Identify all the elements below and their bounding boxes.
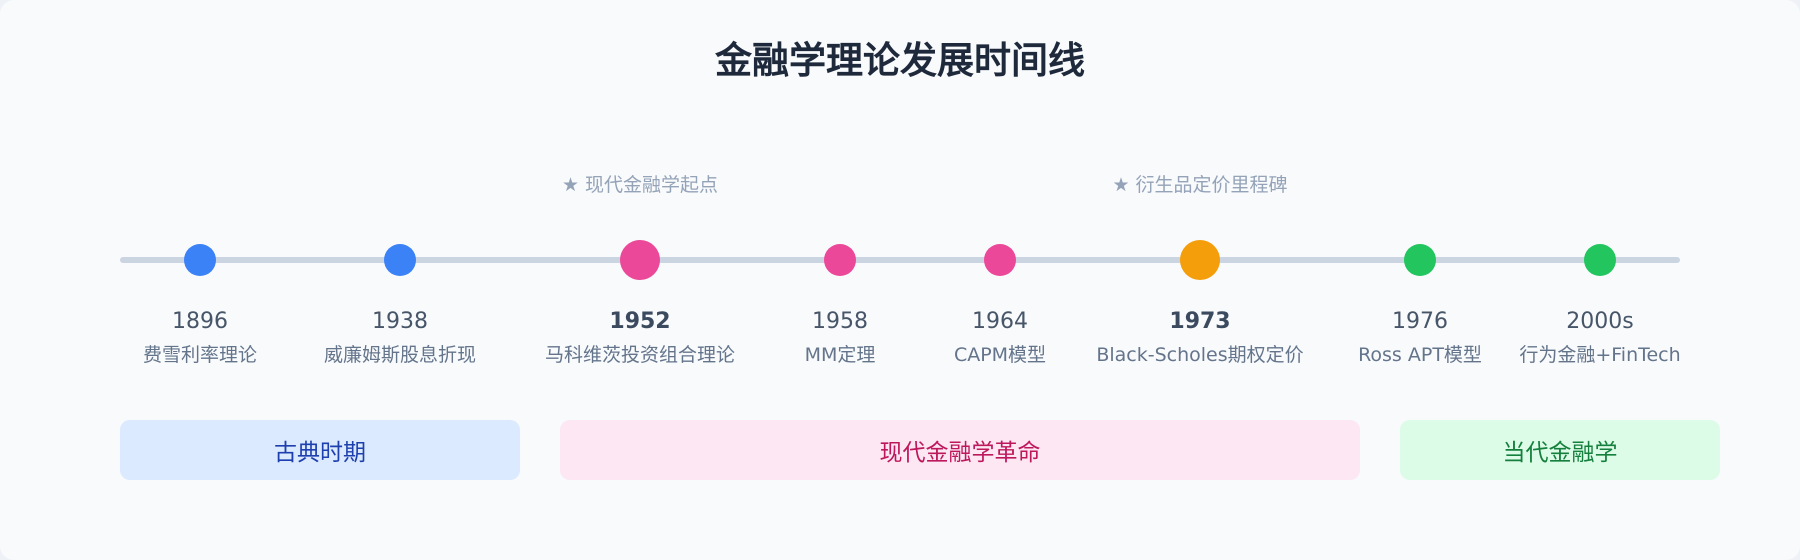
event-label: 威廉姆斯股息折现 [323,344,477,366]
event-year: 1952 [609,309,671,334]
timeline-node-1976[interactable] [1404,244,1436,276]
timeline-node-1896[interactable] [184,244,216,276]
era-band-modern: 现代金融学革命 [560,420,1360,480]
event-year: 1973 [1169,309,1231,334]
era-label: 现代金融学革命 [879,440,1041,466]
event-label: MM定理 [804,344,876,366]
timeline-node-1973[interactable] [1180,240,1220,280]
event-year: 1938 [372,309,428,334]
page-title: 金融学理论发展时间线 [715,39,1085,82]
era-label: 当代金融学 [1502,440,1618,466]
era-label: 古典时期 [274,440,366,466]
event-year: 1896 [172,309,228,334]
timeline-node-1964[interactable] [984,244,1016,276]
event-year: 2000s [1566,309,1634,334]
annotation-derivatives-milestone: ★ 衍生品定价里程碑 [1112,174,1288,196]
event-year: 1976 [1392,309,1448,334]
event-label: 马科维茨投资组合理论 [544,344,736,366]
era-band-contemporary: 当代金融学 [1400,420,1720,480]
event-label: Black-Scholes期权定价 [1096,344,1304,366]
event-label: Ross APT模型 [1358,344,1482,366]
timeline-node-1938[interactable] [384,244,416,276]
event-year: 1964 [972,309,1028,334]
timeline-node-2000s[interactable] [1584,244,1616,276]
annotation-modern-start: ★ 现代金融学起点 [561,174,719,196]
era-band-classical: 古典时期 [120,420,520,480]
event-label: 行为金融+FinTech [1519,344,1681,366]
event-label: CAPM模型 [953,344,1047,366]
timeline-node-1952[interactable] [620,240,660,280]
event-label: 费雪利率理论 [142,344,258,366]
event-year: 1958 [812,309,868,334]
timeline-node-1958[interactable] [824,244,856,276]
timeline-axis [120,257,1680,263]
